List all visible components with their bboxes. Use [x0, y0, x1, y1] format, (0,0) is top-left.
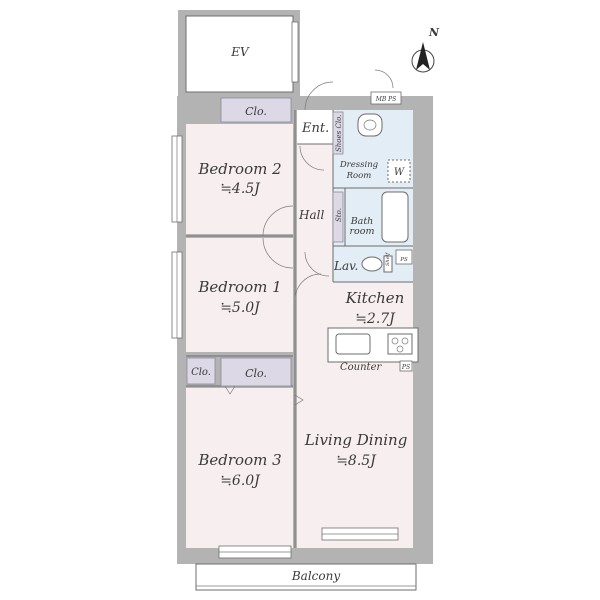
closet-bedroom-3 — [220, 357, 292, 387]
closet-label: Clo. — [245, 105, 267, 118]
storage — [332, 191, 344, 243]
toilet-icon — [361, 256, 383, 272]
bathroom-label-1: Bath — [350, 216, 374, 227]
closet-label: Clo. — [191, 367, 211, 378]
kitchen-size: ≒2.7J — [355, 311, 396, 327]
bedroom-1-size: ≒5.0J — [220, 300, 261, 316]
sink-icon — [335, 333, 371, 355]
ev-window — [291, 21, 299, 83]
lav-ps-label: PS — [399, 257, 408, 263]
ev-label: EV — [230, 45, 250, 59]
bathroom-label-2: room — [350, 226, 375, 237]
bedroom-2 — [186, 124, 293, 234]
balcony — [195, 563, 417, 591]
entrance — [297, 110, 333, 144]
living-dining-size: ≒8.5J — [336, 453, 377, 469]
mb-ps-label: MB PS — [375, 96, 397, 103]
shelf-label: Shelf — [385, 252, 391, 266]
entrance-label: Ent. — [301, 121, 329, 136]
mb-ps-box — [370, 91, 402, 105]
washer-space — [387, 159, 411, 183]
fixtures — [357, 113, 413, 273]
dressing-room-label-1: Dressing — [339, 160, 379, 170]
bedroom-3-size: ≒6.0J — [220, 473, 261, 489]
bedroom-3 — [186, 388, 293, 548]
storage-label: Sto. — [335, 208, 343, 222]
lav-label: Lav. — [333, 259, 358, 273]
closet-label: Clo. — [245, 367, 267, 380]
bedroom-1 — [186, 238, 293, 352]
closet-bedroom-2 — [220, 97, 292, 123]
washer-label: W — [394, 167, 405, 178]
living-dining-kitchen — [297, 270, 413, 548]
kitchen-counter — [327, 327, 419, 363]
hall-label: Hall — [298, 208, 324, 222]
compass-label: N — [428, 26, 440, 39]
wash-basin-icon — [357, 113, 383, 137]
bathtub-icon — [381, 191, 409, 243]
dressing-room-label-2: Room — [346, 171, 372, 181]
shoes-closet-label: Shoes Clo. — [335, 115, 343, 152]
doors — [224, 69, 394, 406]
lav-ps-box — [395, 249, 413, 265]
counter-label: Counter — [340, 362, 382, 373]
north-arrow-icon: N — [411, 26, 440, 73]
bedroom-1-name: Bedroom 1 — [197, 278, 281, 296]
balcony-label: Balcony — [291, 569, 340, 583]
elevator-shaft — [185, 15, 294, 93]
shoes-closet — [332, 111, 344, 155]
rooms — [186, 110, 413, 548]
bedroom-2-size: ≒4.5J — [220, 181, 261, 197]
bedroom-3-name: Bedroom 3 — [197, 451, 281, 469]
stove-icon — [387, 333, 413, 355]
closets: Clo. Clo. Clo. Shoes Clo. Sto. — [186, 97, 344, 387]
kitchen-name: Kitchen — [345, 289, 405, 307]
bedroom-2-name: Bedroom 2 — [197, 160, 281, 178]
windows — [171, 135, 399, 559]
living-dining-name: Living Dining — [304, 431, 408, 449]
ps-box — [399, 360, 413, 372]
closet-small — [186, 357, 216, 385]
ps-label: PS — [401, 364, 410, 371]
